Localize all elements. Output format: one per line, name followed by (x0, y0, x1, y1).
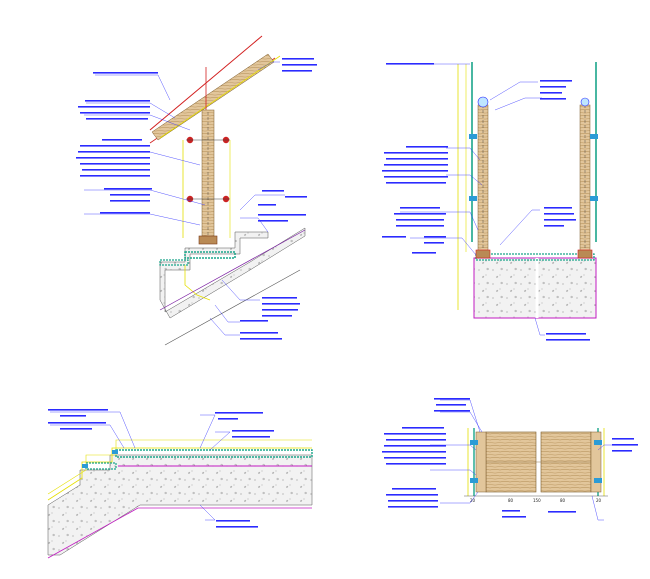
base-anchor-plate (198, 235, 218, 245)
glass-clamp-icon (469, 134, 598, 201)
bolt-fastener-icon (186, 136, 230, 203)
glass-clamp-icon (470, 440, 602, 483)
dimension-label: 80 (560, 498, 566, 503)
annotation-leaders (50, 411, 231, 521)
detail-stair-handrail-section (76, 35, 317, 346)
annotation-text-block (382, 398, 638, 518)
dimension-label: 20 (470, 498, 476, 503)
dimension-label: 80 (508, 498, 514, 503)
dimension-label: 20 (596, 498, 602, 503)
post-base-plate (577, 249, 593, 259)
base-concrete-box (473, 257, 597, 319)
detail-balustrade-plan: 20 80 150 80 20 (382, 398, 638, 521)
tread-finish-green (184, 251, 236, 259)
nosing-profile-icon (82, 450, 118, 468)
dimension-label: 150 (533, 498, 541, 503)
post-cap-icon (477, 96, 489, 108)
annotation-text-block (382, 63, 590, 341)
post-cap-icon (580, 97, 590, 107)
stair-concrete-slab (159, 227, 306, 319)
annotation-text-block (48, 409, 274, 528)
annotation-leaders (400, 63, 545, 336)
landing-concrete-slab (47, 454, 313, 556)
detail-stair-nosing-section (47, 409, 313, 559)
annotation-leaders (82, 61, 285, 336)
annotation-text-block (76, 58, 317, 340)
post-base-plate (475, 249, 491, 259)
dimension-labels: 20 80 150 80 20 (470, 498, 602, 503)
detail-balustrade-elevation (382, 62, 598, 341)
